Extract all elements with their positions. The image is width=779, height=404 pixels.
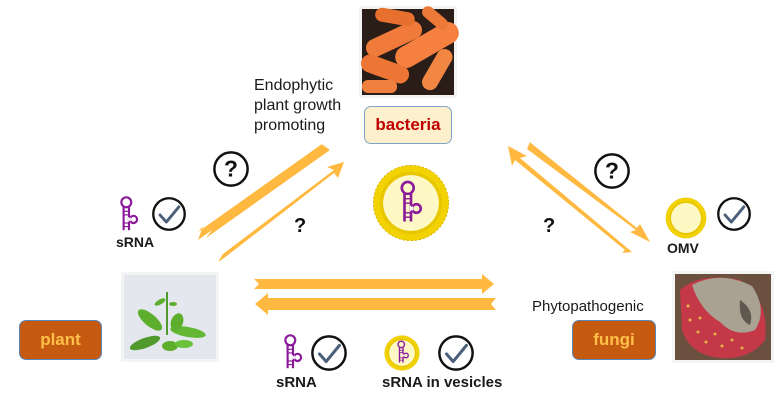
fungi-label: fungi [572, 320, 656, 360]
plant-srna-check-icon [151, 196, 187, 232]
bacteria-descriptor-line-2: plant growth [254, 97, 342, 114]
bottom-srna-label: sRNA [276, 374, 317, 391]
bacteria-descriptor: Endophytic plant growth promoting [254, 76, 341, 136]
arrow-bacteria-to-fungi [527, 142, 650, 242]
plant-photo [121, 272, 219, 362]
bacteria-label: bacteria [364, 106, 452, 144]
fungi-photo [672, 271, 774, 363]
bacteria-descriptor-line-3: promoting [254, 117, 326, 134]
plant-srna-label: sRNA [116, 234, 155, 250]
bacteria-fungi-plain-question: ? [543, 215, 556, 237]
bottom-srna-check-icon [310, 334, 348, 372]
plant-label: plant [19, 320, 102, 360]
arrow-plant-to-fungi [254, 274, 494, 294]
fungi-descriptor: Phytopathogenic [532, 298, 644, 315]
arrow-fungi-to-plant [255, 293, 496, 315]
bottom-srna-icon [284, 334, 303, 370]
bottom-vesicle-icon [384, 335, 420, 371]
bottom-vesicle-check-icon [437, 334, 475, 372]
arrow-fungi-to-bacteria [508, 146, 632, 253]
omv-check-icon [716, 196, 752, 232]
omv-label: OMV [667, 240, 699, 256]
bottom-vesicle-label: sRNA in vesicles [382, 374, 503, 391]
arrow-bacteria-to-plant [198, 143, 330, 240]
central-vesicle-icon [372, 164, 450, 242]
omv-vesicle-icon [665, 197, 707, 239]
bacteria-photo [359, 6, 459, 98]
plant-bacteria-plain-question: ? [294, 215, 307, 237]
plant-bacteria-question-icon [213, 151, 249, 187]
plant-srna-icon [120, 196, 139, 232]
bacteria-descriptor-line-1: Endophytic [254, 77, 334, 94]
bacteria-fungi-question-icon [594, 153, 630, 189]
arrow-plant-to-bacteria [218, 162, 344, 262]
